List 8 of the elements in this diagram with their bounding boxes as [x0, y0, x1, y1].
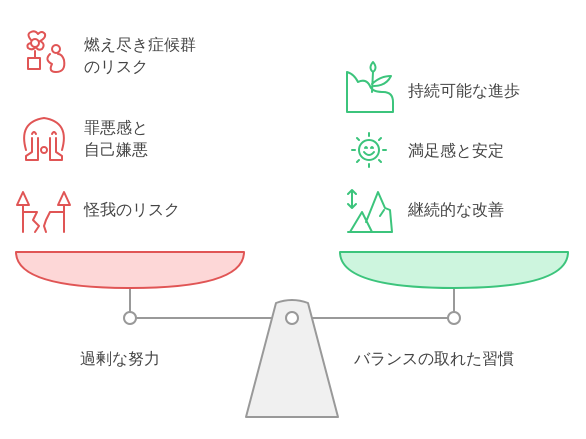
- item-label: 満足感と安定: [408, 140, 504, 162]
- item-label: 継続的な改善: [408, 199, 504, 221]
- side-label: 過剰な努力: [80, 348, 160, 370]
- item-label: 持続可能な進歩: [408, 80, 520, 102]
- item-label: 罪悪感と自己嫌悪: [84, 117, 149, 161]
- item-label: 燃え尽き症候群のリスク: [84, 34, 197, 78]
- item-label: 怪我のリスク: [84, 199, 180, 221]
- side-label: バランスの取れた習慣: [354, 348, 514, 370]
